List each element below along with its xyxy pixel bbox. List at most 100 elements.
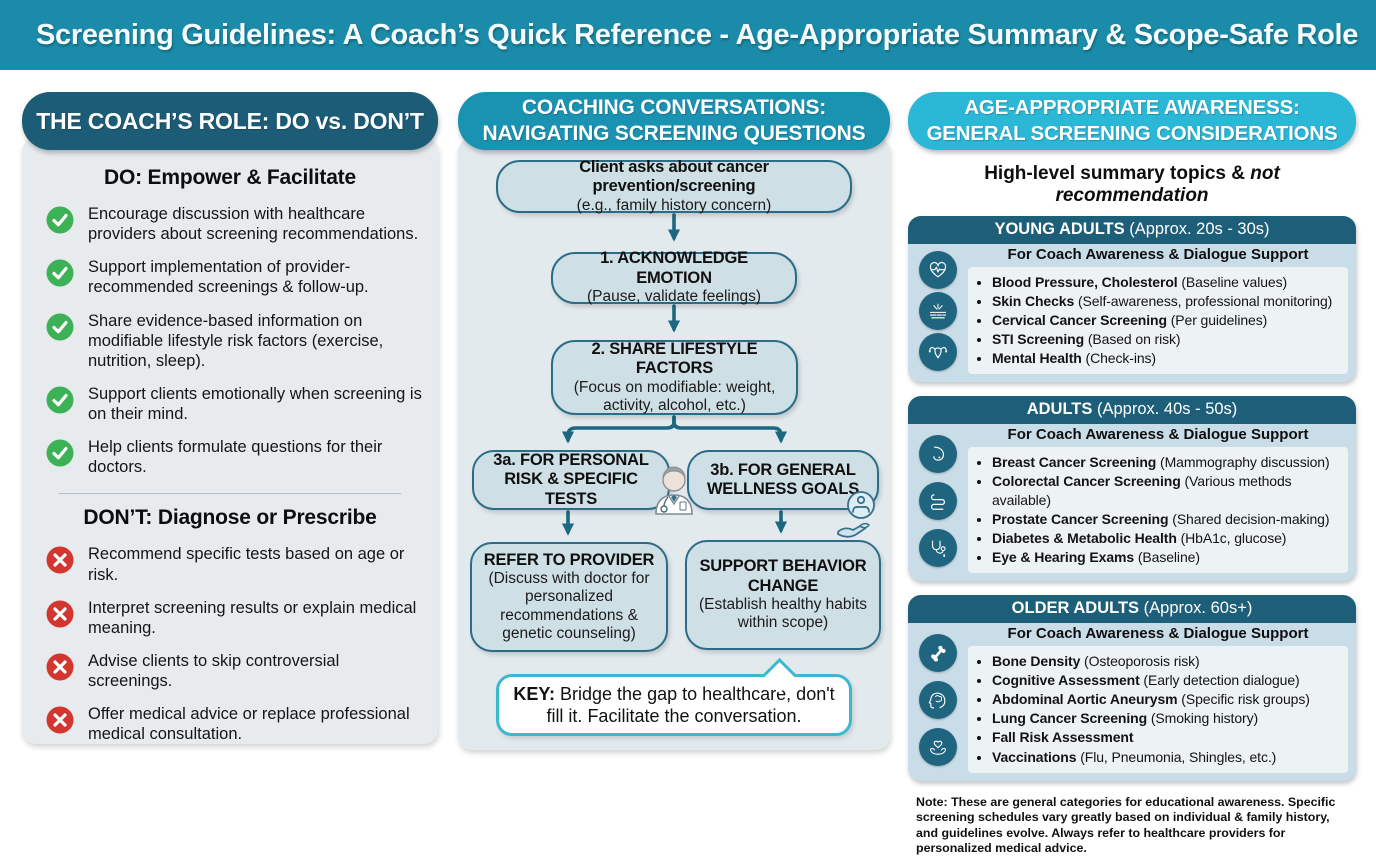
young-adults-panel-header: YOUNG ADULTS (Approx. 20s - 30s): [908, 216, 1356, 244]
older-adults-bullets: Bone Density (Osteoporosis risk) Cogniti…: [968, 646, 1348, 773]
coaching-header-line2: NAVIGATING SCREENING QUESTIONS: [482, 122, 866, 145]
list-item: STI Screening (Based on risk): [992, 330, 1342, 349]
check-icon: [46, 206, 74, 234]
check-icon: [46, 439, 74, 467]
title-banner: Screening Guidelines: A Coach’s Quick Re…: [0, 0, 1376, 70]
older-adults-icon-column: [908, 623, 968, 780]
dont-item: Offer medical advice or replace professi…: [46, 704, 424, 744]
item-detail: (Various methods available): [992, 473, 1292, 509]
cross-icon: [46, 600, 74, 628]
coaching-conversations-header: COACHING CONVERSATIONS: NAVIGATING SCREE…: [458, 92, 890, 150]
cross-icon: [46, 653, 74, 681]
dont-item: Advise clients to skip controversial scr…: [46, 651, 424, 691]
item-detail: (Based on risk): [1084, 331, 1181, 348]
adults-subheader: For Coach Awareness & Dialogue Support: [1007, 426, 1309, 444]
flow-refer-box: REFER TO PROVIDER (Discuss with doctor f…: [470, 542, 668, 652]
dont-item: Recommend specific tests based on age or…: [46, 544, 424, 584]
item-name: Bone Density: [992, 653, 1081, 670]
do-item: Share evidence-based information on modi…: [46, 311, 424, 371]
item-detail: (Shared decision-making): [1168, 511, 1330, 528]
coach-role-body: DO: Empower & Facilitate Encourage discu…: [22, 138, 438, 744]
flow-branch-b-box: 3b. FOR GENERAL WELLNESS GOALS: [687, 450, 879, 510]
young-adults-panel-main: For Coach Awareness & Dialogue Support B…: [968, 244, 1356, 382]
flow-branch-b-title: 3b. FOR GENERAL WELLNESS GOALS: [706, 460, 860, 498]
adults-panel-header: ADULTS (Approx. 40s - 50s): [908, 396, 1356, 425]
do-item: Help clients formulate questions for the…: [46, 437, 424, 477]
item-name: Abdominal Aortic Aneurysm: [992, 691, 1178, 708]
older-adults-panel: OLDER ADULTS (Approx. 60s+) For Coach Aw…: [908, 595, 1356, 781]
flow-support-box: SUPPORT BEHAVIOR CHANGE (Establish healt…: [685, 540, 881, 650]
hands-heart-icon: [919, 728, 957, 766]
young-adults-panel: YOUNG ADULTS (Approx. 20s - 30s) For Coa…: [908, 216, 1356, 383]
bone-icon: [919, 633, 957, 672]
item-name: Mental Health: [992, 350, 1082, 367]
list-item: Blood Pressure, Cholesterol (Baseline va…: [992, 273, 1342, 292]
young-adults-title: YOUNG ADULTS: [994, 220, 1130, 238]
uterus-icon: [919, 332, 957, 371]
flow-step2-box: 2. SHARE LIFESTYLE FACTORS (Focus on mod…: [551, 340, 798, 415]
item-name: Prostate Cancer Screening: [992, 511, 1169, 528]
adults-bullets: Breast Cancer Screening (Mammography dis…: [968, 447, 1348, 574]
age-header-line1: AGE-APPROPRIATE AWARENESS:: [964, 96, 1300, 120]
coaching-header-line1: COACHING CONVERSATIONS:: [521, 96, 827, 120]
flow-refer-title: REFER TO PROVIDER: [483, 550, 655, 569]
flow-step2-sub: (Focus on modifiable: weight, activity, …: [573, 378, 776, 414]
dont-item-text: Advise clients to skip controversial scr…: [88, 651, 340, 690]
adults-panel-body: For Coach Awareness & Dialogue Support B…: [908, 424, 1356, 581]
key-label: KEY:: [513, 683, 556, 704]
cross-icon: [46, 546, 74, 574]
do-item-text: Support clients emotionally when screeni…: [88, 384, 422, 423]
do-item-text: Encourage discussion with healthcare pro…: [88, 205, 419, 244]
list-item: Prostate Cancer Screening (Shared decisi…: [992, 510, 1342, 529]
skin-check-icon: [919, 292, 957, 331]
coach-role-column: THE COACH’S ROLE: DO vs. DON’T DO: Empow…: [22, 92, 438, 744]
do-item: Support implementation of provider-recom…: [46, 257, 424, 297]
item-detail: (Baseline): [1134, 549, 1200, 566]
item-name: Blood Pressure, Cholesterol: [992, 274, 1178, 290]
young-adults-subheader: For Coach Awareness & Dialogue Support: [1007, 246, 1309, 263]
check-icon: [46, 386, 74, 414]
older-adults-panel-header: OLDER ADULTS (Approx. 60s+): [908, 595, 1356, 624]
check-icon: [46, 259, 74, 287]
flow-step1-title: 1. ACKNOWLEDGE EMOTION: [600, 249, 748, 287]
flow-start-title: Client asks about cancer prevention/scre…: [579, 157, 769, 196]
list-item: Eye & Hearing Exams (Baseline): [992, 548, 1342, 567]
stethoscope-drop-icon: [919, 528, 957, 567]
older-adults-title: OLDER ADULTS: [1011, 599, 1144, 618]
colon-icon: [919, 481, 957, 520]
list-item: Cognitive Assessment (Early detection di…: [992, 671, 1342, 690]
item-detail: (Check-ins): [1081, 350, 1157, 367]
coach-role-header-label: THE COACH’S ROLE: DO vs. DON’T: [36, 107, 424, 134]
adults-panel: ADULTS (Approx. 40s - 50s) For Coach Awa…: [908, 396, 1356, 582]
list-item: Vaccinations (Flu, Pneumonia, Shingles, …: [992, 748, 1342, 767]
flow-branch-a-box: 3a. FOR PERSONAL RISK & SPECIFIC TESTS: [472, 450, 670, 510]
dont-item-text: Offer medical advice or replace professi…: [88, 705, 410, 744]
older-adults-subheader: For Coach Awareness & Dialogue Support: [1007, 625, 1309, 643]
item-name: Colorectal Cancer Screening: [992, 473, 1181, 490]
do-item: Support clients emotionally when screeni…: [46, 384, 424, 424]
coaching-conversations-column: COACHING CONVERSATIONS: NAVIGATING SCREE…: [458, 92, 890, 750]
flowchart-body: Client asks about cancer prevention/scre…: [458, 138, 890, 750]
flow-refer-sub: (Discuss with doctor for personalized re…: [488, 570, 650, 643]
older-adults-panel-body: For Coach Awareness & Dialogue Support B…: [908, 623, 1356, 780]
item-name: Lung Cancer Screening: [992, 710, 1148, 727]
item-detail: (Mammography discussion): [1156, 454, 1330, 471]
item-detail: (Flu, Pneumonia, Shingles, etc.): [1076, 748, 1277, 765]
do-item-text: Share evidence-based information on modi…: [88, 311, 384, 370]
key-callout: KEY: Bridge the gap to healthcare, don't…: [496, 657, 852, 736]
do-item-text: Help clients formulate questions for the…: [88, 438, 383, 477]
list-item: Abdominal Aortic Aneurysm (Specific risk…: [992, 690, 1342, 709]
list-item: Mental Health (Check-ins): [992, 349, 1342, 368]
older-adults-age: (Approx. 60s+): [1143, 599, 1253, 618]
item-detail: (Early detection dialogue): [1139, 672, 1300, 689]
item-name: Fall Risk Assessment: [992, 729, 1134, 746]
item-detail: (Osteoporosis risk): [1080, 653, 1200, 670]
item-detail: (Smoking history): [1147, 710, 1259, 727]
item-name: Breast Cancer Screening: [992, 454, 1157, 471]
flow-step2-title: 2. SHARE LIFESTYLE FACTORS: [591, 339, 758, 378]
item-name: Eye & Hearing Exams: [992, 549, 1135, 566]
brain-head-icon: [919, 680, 957, 719]
flow-branch-a-title: 3a. FOR PERSONAL RISK & SPECIFIC TESTS: [493, 450, 649, 508]
list-item: Lung Cancer Screening (Smoking history): [992, 709, 1342, 728]
age-awareness-header: AGE-APPROPRIATE AWARENESS: GENERAL SCREE…: [908, 92, 1356, 150]
